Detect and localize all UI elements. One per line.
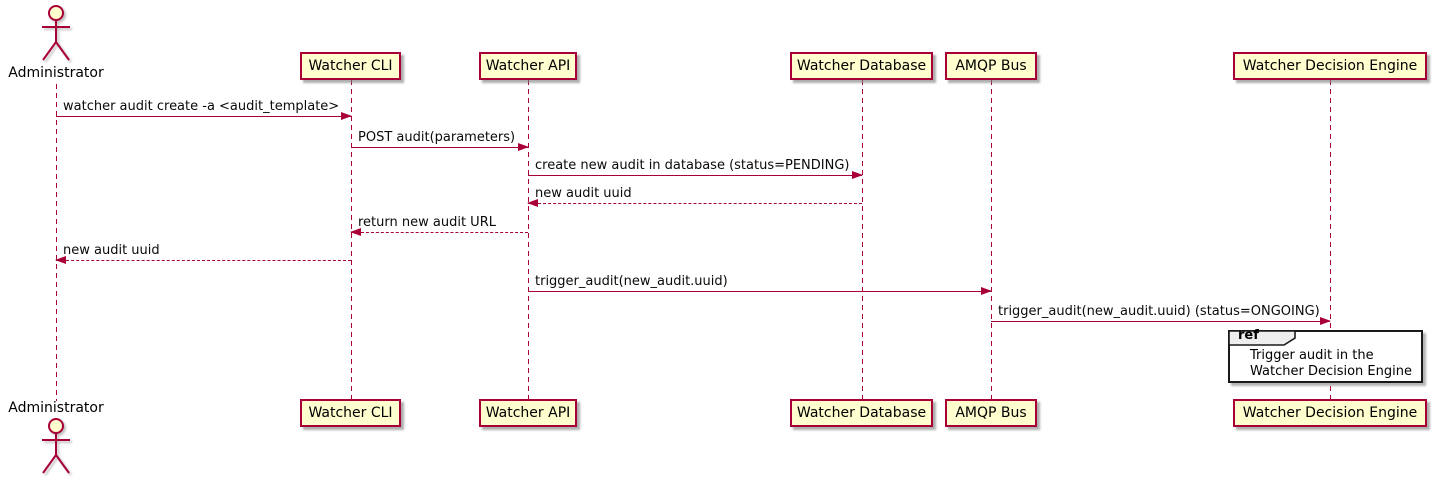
participant-label: AMQP Bus [955,58,1027,74]
message-label: new audit uuid [535,186,632,201]
participant-watcher-decision-engine-bottom: Watcher Decision Engine [1233,399,1427,427]
participant-label: AMQP Bus [955,405,1027,421]
lifeline-watcher-decision-engine [1330,80,1331,399]
participant-label: Watcher CLI [308,58,393,74]
ref-tab: ref [1228,328,1296,350]
message-line [56,116,351,117]
arrowhead-icon [518,143,529,151]
lifeline-watcher-api [528,80,529,399]
arrowhead-icon [350,228,361,236]
participant-label: Watcher CLI [308,405,393,421]
message-label: create new audit in database (status=PEN… [535,158,850,173]
actor-administrator-bottom: Administrator [0,400,112,475]
participant-label: Watcher API [485,58,571,74]
participant-watcher-api-bottom: Watcher API [479,399,577,427]
participant-amqp-bus-top: AMQP Bus [945,52,1037,80]
arrowhead-icon [527,199,538,207]
participant-label: Watcher Decision Engine [1242,58,1418,74]
lifeline-amqp-bus [991,80,992,399]
arrowhead-icon [852,171,863,179]
participant-watcher-api-top: Watcher API [479,52,577,80]
message-line [351,147,528,148]
participant-watcher-decision-engine-top: Watcher Decision Engine [1233,52,1427,80]
actor-label: Administrator [8,400,104,416]
message-label: POST audit(parameters) [358,130,516,145]
message-line [991,321,1330,322]
participant-amqp-bus-bottom: AMQP Bus [945,399,1037,427]
arrowhead-icon [341,112,352,120]
message-label: watcher audit create -a <audit_template> [63,99,340,114]
participant-watcher-database-top: Watcher Database [790,52,933,80]
actor-administrator-top: Administrator [0,5,112,81]
participant-watcher-database-bottom: Watcher Database [790,399,933,427]
lifeline-administrator [56,84,57,401]
message-line [528,175,862,176]
participant-label: Watcher Decision Engine [1242,405,1418,421]
message-label: trigger_audit(new_audit.uuid) (status=ON… [998,304,1320,319]
participant-watcher-cli-bottom: Watcher CLI [300,399,401,427]
actor-icon [42,5,70,61]
message-label: return new audit URL [358,215,496,230]
participant-label: Watcher API [485,405,571,421]
message-line [56,260,351,261]
lifeline-watcher-database [862,80,863,399]
arrowhead-icon [55,256,66,264]
arrowhead-icon [1320,317,1331,325]
ref-keyword: ref [1238,328,1259,343]
actor-label: Administrator [8,65,104,81]
ref-fragment: ref Trigger audit in the Watcher Decisio… [1228,328,1423,383]
ref-text-line: Watcher Decision Engine [1250,364,1412,379]
ref-text: Trigger audit in the Watcher Decision En… [1250,348,1421,380]
message-label: new audit uuid [63,243,160,258]
message-label: trigger_audit(new_audit.uuid) [535,274,728,289]
participant-label: Watcher Database [796,58,927,74]
message-line [528,203,862,204]
ref-tab-shape-icon [1228,330,1296,346]
participant-watcher-cli-top: Watcher CLI [300,52,401,80]
participant-label: Watcher Database [796,405,927,421]
ref-text-line: Trigger audit in the [1250,348,1374,363]
arrowhead-icon [981,287,992,295]
lifeline-watcher-cli [351,80,352,399]
actor-icon [42,418,70,474]
message-line [528,291,991,292]
message-line [351,232,528,233]
